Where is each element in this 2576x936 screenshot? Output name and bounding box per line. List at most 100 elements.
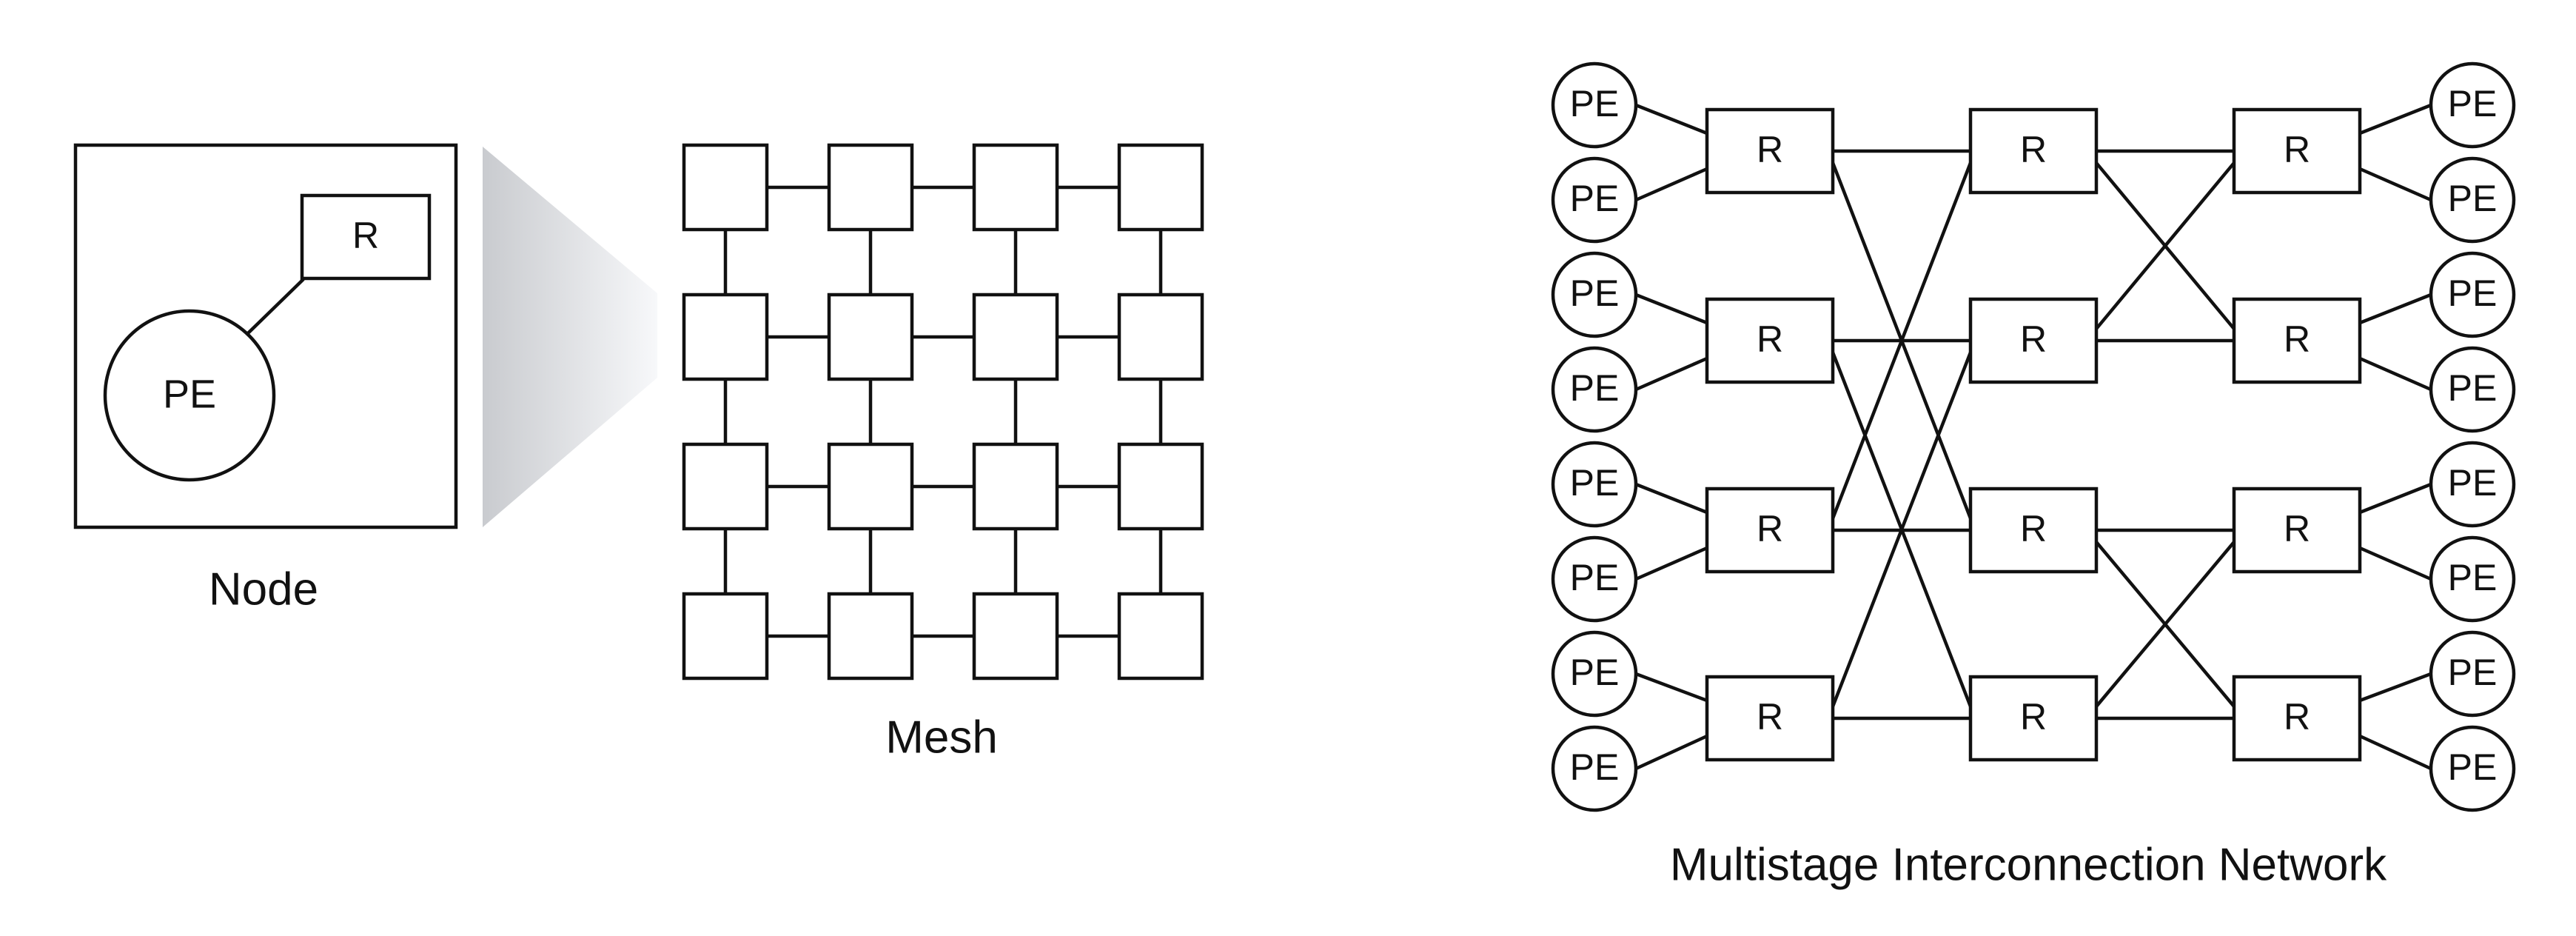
mesh-node xyxy=(972,292,1059,381)
min-pe-right xyxy=(2429,346,2516,433)
zoom-wedge xyxy=(483,147,657,527)
min-router-box xyxy=(2232,675,2362,762)
min-pe-left xyxy=(1551,251,1638,338)
min-stage-link xyxy=(2095,541,2235,708)
mesh-node xyxy=(972,592,1059,681)
min-pe-right xyxy=(2429,441,2516,528)
min-router-box xyxy=(1705,487,1835,574)
min-pe-label: PE xyxy=(1570,273,1620,314)
min-pe-label: PE xyxy=(1570,367,1620,409)
min-router-label: R xyxy=(2020,508,2047,549)
min-pe-label: PE xyxy=(2448,83,2498,124)
min-pe-label: PE xyxy=(2448,652,2498,693)
min-pe-link-right xyxy=(2359,734,2432,771)
min-pe-left xyxy=(1551,156,1638,244)
min-pe-left xyxy=(1551,630,1638,718)
min-router-label: R xyxy=(1757,129,1783,170)
mesh-node xyxy=(1117,292,1204,381)
min-router-label: R xyxy=(2020,129,2047,170)
min-pe-right xyxy=(2429,156,2516,244)
min-pe-label: PE xyxy=(1570,178,1620,219)
node-caption: Node xyxy=(209,564,318,615)
min-pe-link-right xyxy=(2359,292,2432,325)
min-router-box xyxy=(1968,107,2099,195)
min-pe-left xyxy=(1551,725,1638,812)
min-router-label: R xyxy=(2020,318,2047,360)
min-pe-link-left xyxy=(1635,356,1708,392)
min-pe-label: PE xyxy=(1570,83,1620,124)
min-router-box xyxy=(2232,487,2362,574)
min-pe-label: PE xyxy=(2448,746,2498,788)
min-pe-link-left xyxy=(1635,546,1708,581)
mesh-caption: Mesh xyxy=(885,712,998,763)
min-pe-label: PE xyxy=(2448,462,2498,504)
min-pe-label: PE xyxy=(1570,652,1620,693)
min-pe-left xyxy=(1551,61,1638,149)
mesh-panel xyxy=(682,143,1204,681)
min-router-box xyxy=(1968,675,2099,762)
min-pe-right xyxy=(2429,61,2516,149)
mesh-node xyxy=(682,292,769,381)
min-router-label: R xyxy=(2284,318,2310,360)
min-router-box xyxy=(1968,487,2099,574)
min-pe-left xyxy=(1551,346,1638,433)
mesh-node xyxy=(972,442,1059,531)
mesh-node xyxy=(682,442,769,531)
min-router-box xyxy=(2232,107,2362,195)
min-pe-label: PE xyxy=(2448,557,2498,598)
mesh-node xyxy=(1117,592,1204,681)
min-pe-link-left xyxy=(1635,292,1708,325)
min-pe-label: PE xyxy=(2448,273,2498,314)
min-pe-link-right xyxy=(2359,103,2432,136)
min-pe-label: PE xyxy=(1570,746,1620,788)
min-pe-link-right xyxy=(2359,482,2432,515)
min-stage-link xyxy=(2095,161,2235,330)
min-pe-right xyxy=(2429,725,2516,812)
min-stage-link xyxy=(1831,162,1973,519)
mesh-node xyxy=(1117,143,1204,232)
min-router-label: R xyxy=(1757,696,1783,738)
min-pe-link-left xyxy=(1635,734,1708,771)
min-pe-label: PE xyxy=(2448,178,2498,219)
min-pe-link-right xyxy=(2359,546,2432,581)
mesh-node xyxy=(827,143,914,232)
min-pe-label: PE xyxy=(1570,557,1620,598)
min-pe-link-left xyxy=(1635,482,1708,515)
min-pe-link-right xyxy=(2359,672,2432,703)
min-router-label: R xyxy=(1757,508,1783,549)
min-caption: Multistage Interconnection Network xyxy=(1670,839,2387,890)
min-pe-right xyxy=(2429,630,2516,718)
min-router-box xyxy=(1705,675,1835,762)
min-router-box xyxy=(1705,297,1835,384)
mesh-node xyxy=(1117,442,1204,531)
min-router-label: R xyxy=(2284,508,2310,549)
min-pe-left xyxy=(1551,441,1638,528)
node-router-label: R xyxy=(352,215,379,256)
min-pe-label: PE xyxy=(1570,462,1620,504)
min-pe-label: PE xyxy=(2448,367,2498,409)
node-link xyxy=(246,278,305,335)
min-router-label: R xyxy=(2284,696,2310,738)
mesh-node xyxy=(682,592,769,681)
min-pe-left xyxy=(1551,535,1638,623)
min-pe-link-left xyxy=(1635,167,1708,202)
min-stage-link xyxy=(1831,352,1973,707)
mesh-node xyxy=(682,143,769,232)
min-router-box xyxy=(1968,297,2099,384)
node-panel: R PE Node xyxy=(73,143,458,615)
mesh-node xyxy=(827,442,914,531)
min-router-box xyxy=(2232,297,2362,384)
min-pe-link-left xyxy=(1635,672,1708,703)
min-pe-link-right xyxy=(2359,356,2432,392)
min-pe-link-right xyxy=(2359,167,2432,202)
min-router-label: R xyxy=(2284,129,2310,170)
min-pe-link-left xyxy=(1635,103,1708,136)
min-router-label: R xyxy=(2020,696,2047,738)
min-router-label: R xyxy=(1757,318,1783,360)
node-pe-circle xyxy=(103,309,276,482)
node-pe-label: PE xyxy=(163,372,216,416)
min-pe-right xyxy=(2429,251,2516,338)
mesh-node xyxy=(972,143,1059,232)
min-panel: R R R R R R R R R R R R PE PE PE PE PE PE PE PE PE PE PE PE PE PE… xyxy=(1551,61,2516,812)
